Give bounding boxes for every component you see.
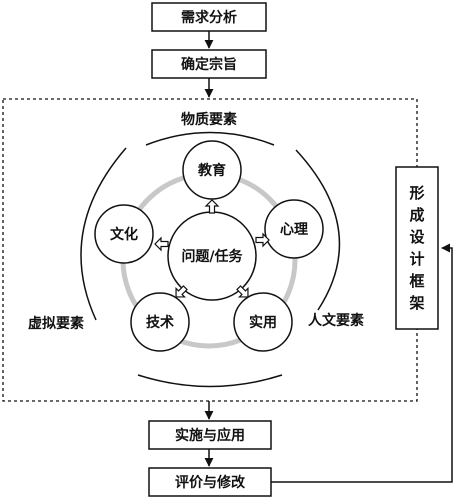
center-node-label: 问题/任务 bbox=[181, 248, 243, 265]
psychology-node-label: 心理 bbox=[280, 222, 308, 238]
hollow-arrows bbox=[154, 199, 270, 298]
framework-label: 形成设计框架 bbox=[408, 184, 424, 312]
psychology-node: 心理 bbox=[264, 199, 324, 259]
arrow-to-technology bbox=[175, 285, 188, 298]
material-elements-label: 物质要素 bbox=[181, 111, 237, 128]
evaluate-revise-step: 评价与修改 bbox=[148, 467, 272, 497]
practical-node-label: 实用 bbox=[249, 314, 277, 331]
virtual-arc bbox=[80, 147, 127, 321]
feedback-arrow bbox=[271, 243, 453, 483]
education-node-label: 教育 bbox=[198, 162, 226, 179]
material-arc bbox=[145, 131, 275, 146]
culture-node: 文化 bbox=[94, 204, 154, 264]
needs-analysis-step: 需求分析 bbox=[151, 2, 267, 32]
implement-apply-label: 实施与应用 bbox=[175, 427, 245, 444]
technology-node: 技术 bbox=[130, 292, 190, 352]
virtual-elements-label: 虚拟要素 bbox=[28, 315, 84, 332]
evaluate-revise-label: 评价与修改 bbox=[175, 474, 246, 491]
arrow-to-psychology bbox=[255, 232, 270, 248]
needs-analysis-label: 需求分析 bbox=[181, 9, 237, 26]
implement-apply-step: 实施与应用 bbox=[148, 420, 272, 450]
bottom-arc bbox=[137, 374, 283, 388]
center-node: 问题/任务 bbox=[167, 211, 257, 301]
humanistic-arc bbox=[295, 149, 341, 311]
humanistic-elements-label: 人文要素 bbox=[308, 312, 364, 329]
arrow-to-culture bbox=[154, 236, 169, 252]
practical-node: 实用 bbox=[233, 292, 293, 352]
culture-node-label: 文化 bbox=[110, 226, 138, 243]
determine-purpose-label: 确定宗旨 bbox=[181, 56, 237, 73]
framework-box: 形成设计框架 bbox=[395, 166, 439, 330]
arrow-to-education bbox=[204, 199, 220, 214]
arrow-to-practical bbox=[236, 285, 249, 298]
determine-purpose-step: 确定宗旨 bbox=[151, 49, 267, 79]
education-node: 教育 bbox=[182, 140, 242, 200]
technology-node-label: 技术 bbox=[146, 314, 174, 331]
